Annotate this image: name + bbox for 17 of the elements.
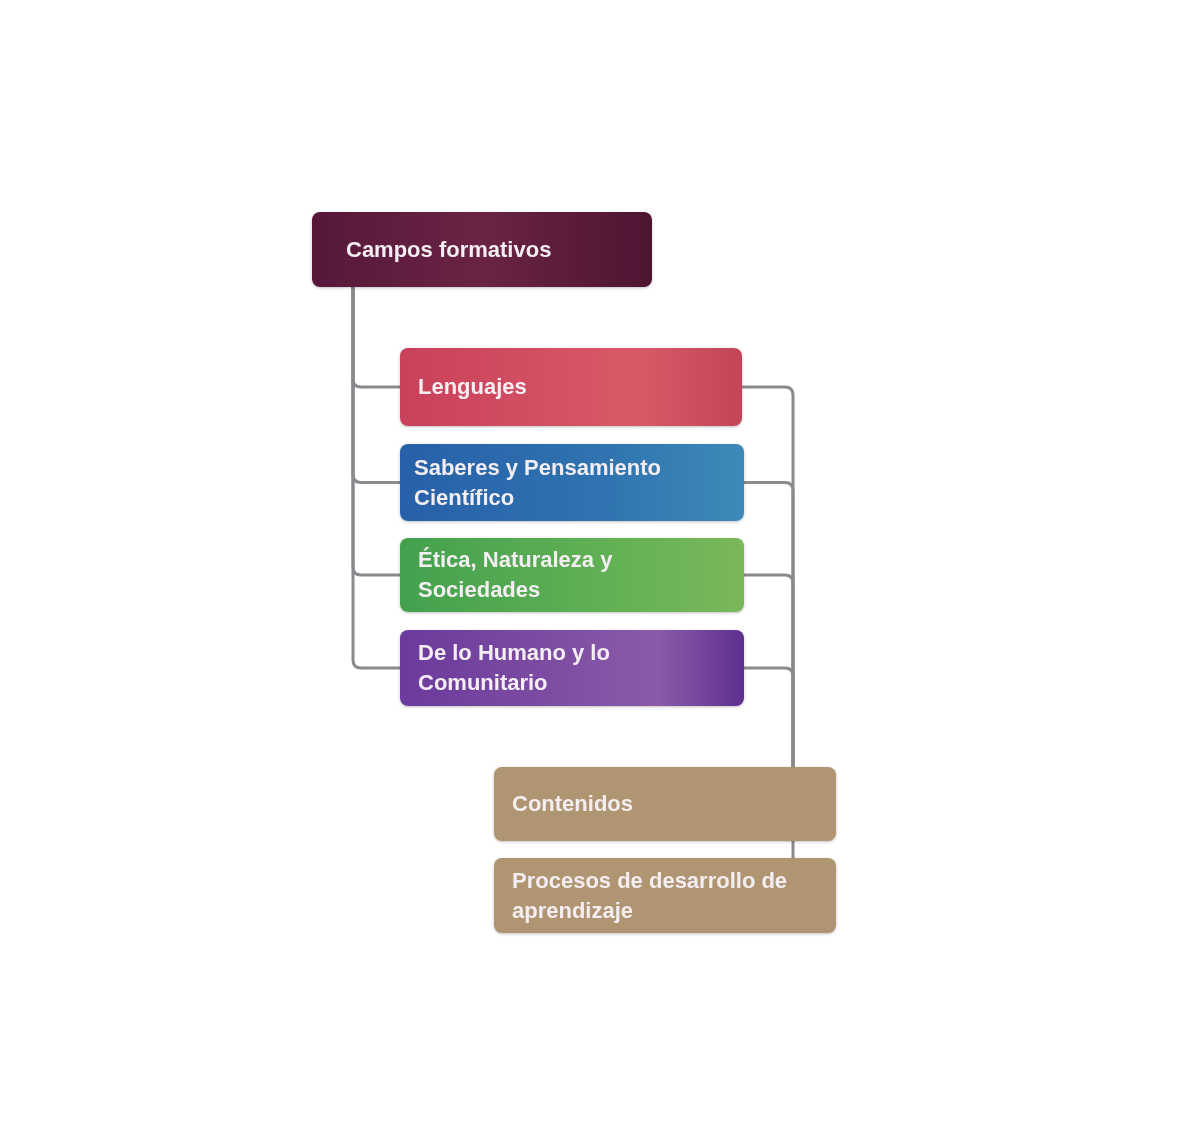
category-box	[400, 630, 744, 706]
box-label: Ética, Naturaleza y Sociedades	[418, 546, 614, 604]
connector-line	[744, 666, 795, 767]
box-label: Contenidos	[512, 790, 633, 818]
box-label: De lo Humano y lo Comunitario	[418, 639, 611, 697]
category-box	[494, 767, 836, 841]
category-box	[312, 212, 652, 287]
box-label: Procesos de desarrollo de aprendizaje	[512, 866, 789, 925]
box-label: Saberes y Pensamiento Científico	[414, 453, 662, 512]
connector-line	[351, 287, 400, 670]
box-label: Lenguajes	[418, 373, 527, 401]
box-label: Campos formativos	[346, 235, 552, 264]
connector-line	[791, 841, 795, 858]
category-box	[400, 444, 744, 521]
category-box	[494, 858, 836, 933]
category-box	[400, 348, 742, 426]
category-box	[400, 538, 744, 612]
